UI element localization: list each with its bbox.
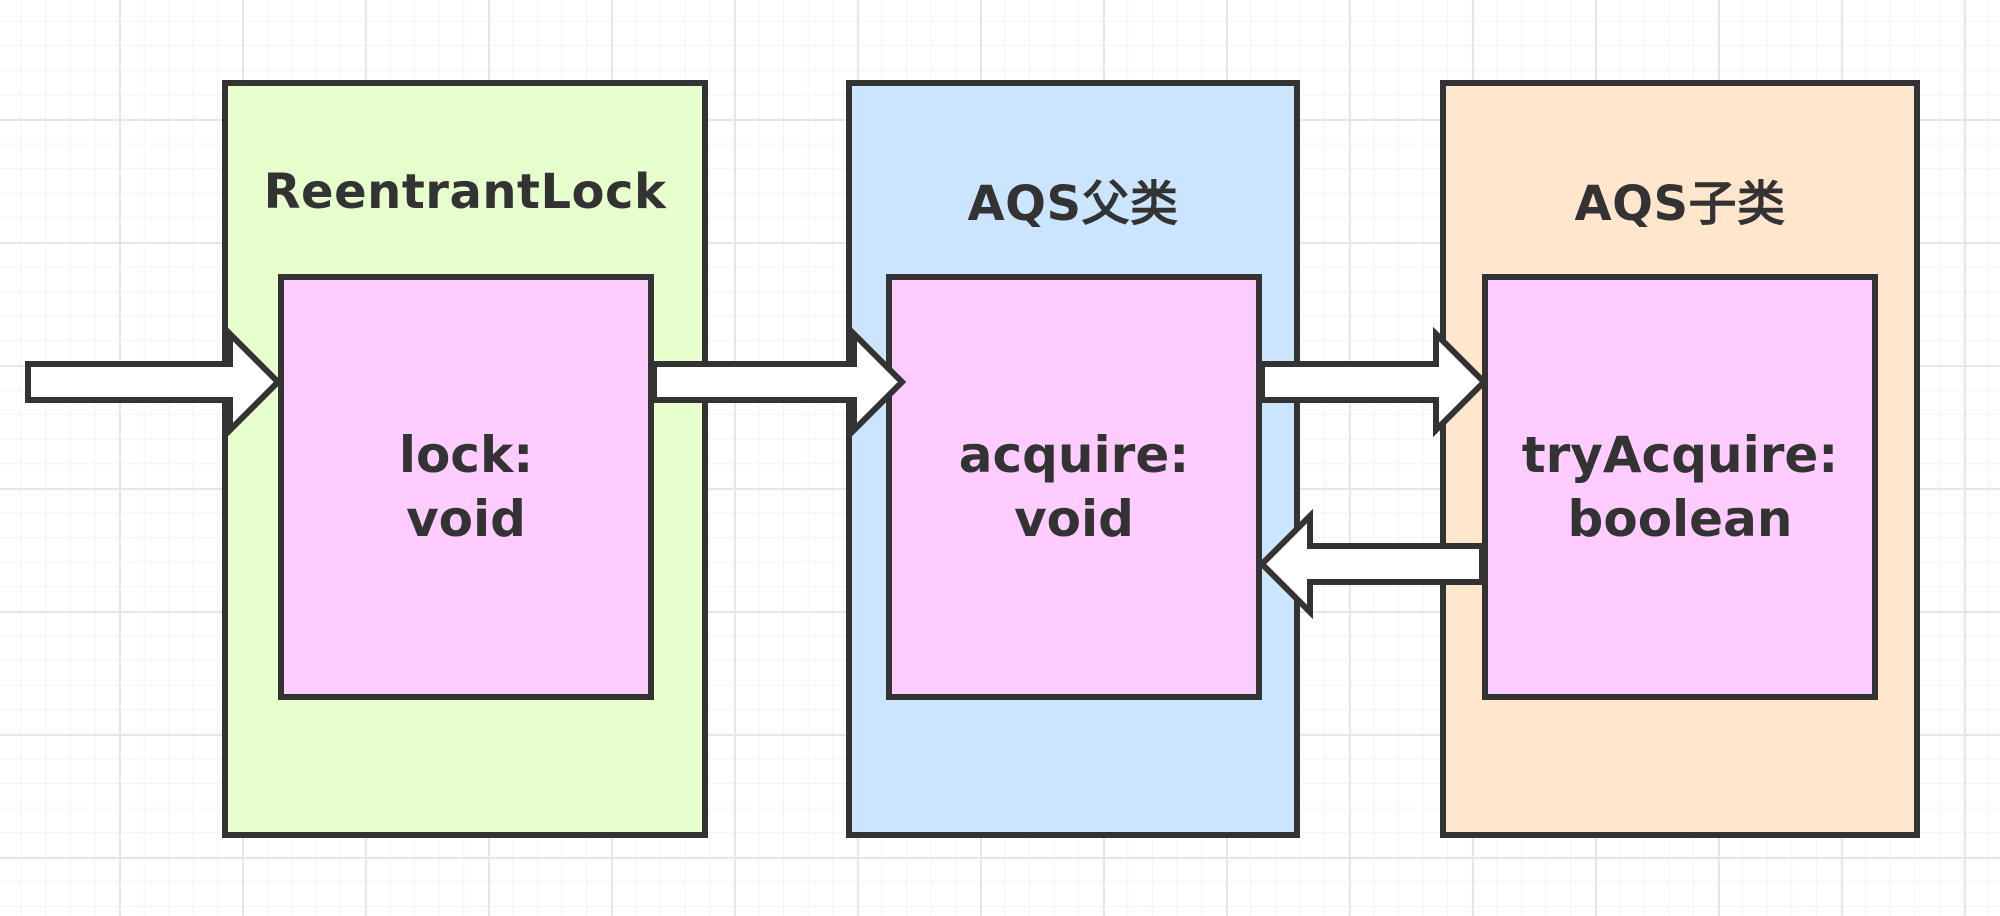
arrow-acquire-to-try-acquire xyxy=(1259,326,1489,438)
method-return-type-lock: void xyxy=(406,490,526,548)
method-box-acquire: acquire: void xyxy=(886,274,1262,700)
method-name-lock: lock: xyxy=(398,426,534,484)
arrow-try-acquire-to-acquire xyxy=(1257,508,1485,620)
arrow-lock-to-acquire xyxy=(651,326,907,438)
arrow-into-lock xyxy=(25,326,283,438)
method-name-try-acquire: tryAcquire: xyxy=(1521,426,1839,484)
method-box-try-acquire: tryAcquire: boolean xyxy=(1482,274,1878,700)
container-title-aqs-child: AQS子类 xyxy=(1574,176,1786,232)
container-title-aqs-parent: AQS父类 xyxy=(967,176,1179,232)
container-title-reentrant-lock: ReentrantLock xyxy=(263,164,667,220)
method-return-type-try-acquire: boolean xyxy=(1567,490,1793,548)
method-return-type-acquire: void xyxy=(1014,490,1134,548)
method-name-acquire: acquire: xyxy=(958,426,1190,484)
method-box-lock: lock: void xyxy=(278,274,654,700)
